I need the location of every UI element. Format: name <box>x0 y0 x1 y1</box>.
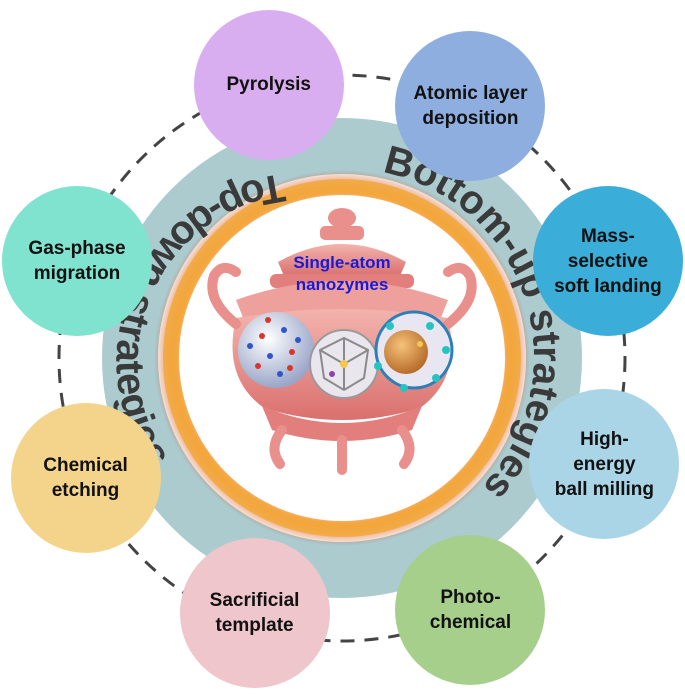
method-label: Atomic layer deposition <box>413 82 528 129</box>
method-label: Photo- chemical <box>429 587 512 634</box>
method-node-2: Atomic layer deposition <box>395 30 546 181</box>
method-label: Sacrificial template <box>209 590 300 636</box>
method-node-3: Mass- selective soft landing <box>532 186 683 337</box>
method-node-1: Pyrolysis <box>193 9 344 160</box>
method-node-6: Sacrificial template <box>179 538 330 688</box>
nanostructure-sphere-1 <box>238 312 314 388</box>
method-node-7: Chemical etching <box>10 402 161 553</box>
method-label: High- energy ball milling <box>554 428 654 500</box>
fire-band <box>163 179 521 537</box>
strategy-ring <box>102 118 582 598</box>
method-node-8: Gas-phase migration <box>2 186 152 337</box>
center-label: Single-atom nanozymes <box>293 253 391 294</box>
nanostructure-sphere-3 <box>374 310 454 392</box>
method-node-4: High- energy ball milling <box>529 389 680 539</box>
method-label: Chemical etching <box>43 454 128 501</box>
method-label: Pyrolysis <box>226 74 312 96</box>
method-label: Mass- selective soft landing <box>554 225 662 297</box>
nanostructure-sphere-2 <box>309 329 379 399</box>
method-node-5: Photo- chemical <box>395 535 546 686</box>
method-label: Gas-phase migration <box>28 238 126 285</box>
